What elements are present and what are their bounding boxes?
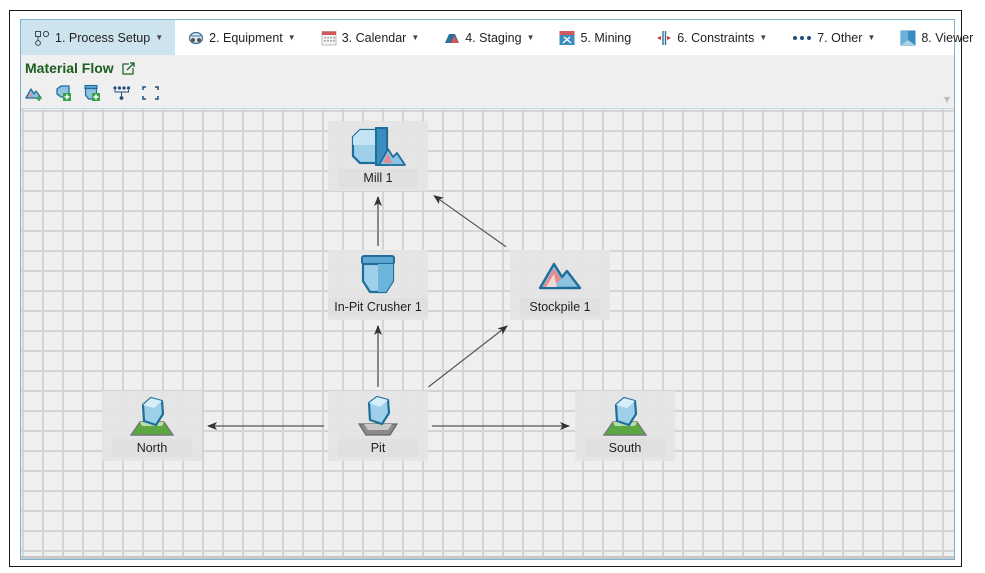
auto-layout-button[interactable]: [112, 85, 131, 103]
tab-process-setup[interactable]: 1. Process Setup ▼: [21, 20, 176, 55]
dropdown-caret-icon: ▼: [867, 33, 876, 42]
section-title-text: Material Flow: [25, 60, 114, 76]
overflow-menu-icon[interactable]: ▼: [943, 95, 950, 104]
tab-label: 1. Process Setup: [55, 30, 151, 45]
crusher-icon: [348, 254, 408, 296]
dropdown-caret-icon: ▼: [155, 33, 164, 42]
fit-frame-icon: [141, 85, 160, 104]
dropdown-caret-icon: ▼: [411, 33, 420, 42]
staging-icon: [444, 30, 460, 46]
tab-label: 8. Viewer: [921, 30, 974, 45]
mill-add-icon: [54, 84, 73, 105]
stockpile-icon: [530, 254, 590, 296]
section-title: Material Flow: [25, 60, 135, 76]
tab-label: 7. Other: [817, 30, 863, 45]
tab-label: 2. Equipment: [209, 30, 283, 45]
material-flow-panel: 1. Process Setup ▼ 2. Equipment ▼ 3. Cal…: [20, 19, 973, 560]
pit-icon: [348, 395, 408, 437]
node-mill-1[interactable]: Mill 1: [328, 121, 428, 191]
tab-label: 4. Staging: [465, 30, 522, 45]
add-mill-button[interactable]: [54, 84, 73, 105]
canvas-bottom-edge: [21, 556, 954, 559]
mill-icon: [348, 125, 408, 167]
hierarchy-icon: [112, 85, 131, 104]
edge-layer: [207, 195, 570, 430]
tab-label: 5. Mining: [580, 30, 632, 45]
node-stockpile-1[interactable]: Stockpile 1: [510, 250, 610, 320]
node-pit[interactable]: Pit: [328, 391, 428, 461]
edge-pit-to-stockpile1[interactable]: [427, 325, 508, 388]
material-flow-toolbar: [25, 84, 160, 105]
crusher-add-icon: [83, 84, 102, 105]
node-label: Mill 1: [338, 169, 418, 187]
other-dots-icon: [792, 30, 812, 46]
node-north[interactable]: North: [102, 391, 202, 461]
dump-icon: [595, 395, 655, 437]
edge-stockpile1-to-mill1[interactable]: [433, 195, 507, 248]
dump-icon: [122, 395, 182, 437]
tab-mining[interactable]: 5. Mining: [546, 20, 643, 55]
node-label: South: [585, 439, 665, 457]
node-in-pit-crusher-1[interactable]: In-Pit Crusher 1: [328, 250, 428, 320]
tab-equipment[interactable]: 2. Equipment ▼: [175, 20, 308, 55]
add-stockpile-button[interactable]: [25, 85, 44, 103]
tab-calendar[interactable]: 3. Calendar ▼: [308, 20, 432, 55]
tab-constraints[interactable]: 6. Constraints ▼: [643, 20, 779, 55]
mining-icon: [559, 30, 575, 46]
tab-other[interactable]: 7. Other ▼: [779, 20, 887, 55]
tab-label: 3. Calendar: [341, 30, 407, 45]
dropdown-caret-icon: ▼: [526, 33, 535, 42]
main-tab-bar: 1. Process Setup ▼ 2. Equipment ▼ 3. Cal…: [21, 20, 973, 55]
tab-label: 6. Constraints: [677, 30, 755, 45]
node-label: North: [112, 439, 192, 457]
viewer-icon: [900, 30, 916, 46]
constraints-icon: [656, 30, 672, 46]
tab-staging[interactable]: 4. Staging ▼: [431, 20, 546, 55]
dropdown-caret-icon: ▼: [287, 33, 296, 42]
node-south[interactable]: South: [575, 391, 675, 461]
calendar-icon: [321, 30, 337, 46]
flow-canvas[interactable]: Mill 1 In-Pit Crusher 1 Stockpile 1: [21, 108, 954, 559]
node-label: In-Pit Crusher 1: [328, 298, 428, 316]
node-label: Stockpile 1: [520, 298, 600, 316]
dropdown-caret-icon: ▼: [759, 33, 768, 42]
process-setup-icon: [34, 30, 50, 46]
node-label: Pit: [338, 439, 418, 457]
add-crusher-button[interactable]: [83, 84, 102, 105]
popout-icon[interactable]: [122, 61, 135, 75]
stockpile-add-icon: [25, 85, 44, 104]
fit-to-view-button[interactable]: [141, 85, 160, 103]
equipment-icon: [188, 30, 204, 46]
tab-viewer[interactable]: 8. Viewer: [887, 20, 985, 55]
